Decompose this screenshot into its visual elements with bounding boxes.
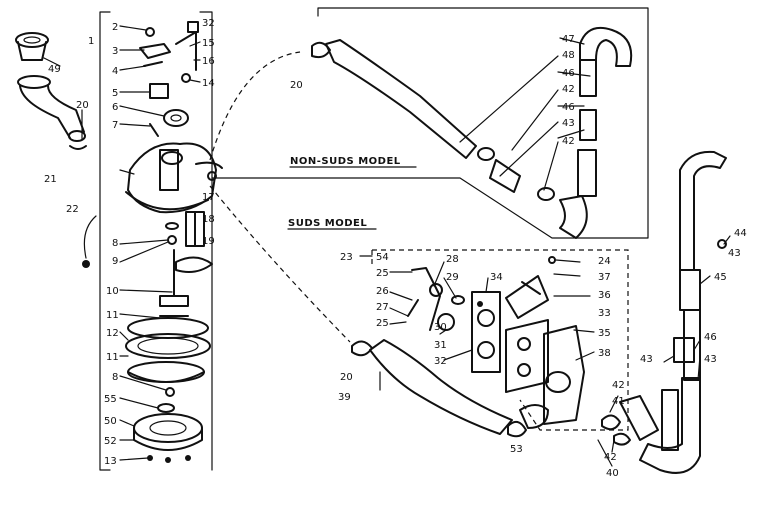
- label-12: 12: [106, 328, 119, 339]
- label-52: 52: [104, 436, 117, 447]
- label-9: 9: [112, 256, 118, 267]
- label-18: 18: [202, 214, 215, 225]
- hose-clamp-left: [69, 109, 87, 150]
- inlet-fitting-part: [15, 32, 49, 61]
- label-23: 23: [340, 252, 353, 263]
- label-4: 4: [112, 66, 118, 77]
- label-11-upper: 11: [106, 310, 119, 321]
- label-46-c: 46: [704, 332, 717, 343]
- pump-base-parts: [133, 387, 203, 451]
- pump-housing: [125, 142, 223, 214]
- label-6: 6: [112, 102, 118, 113]
- hose-route-lower: [209, 185, 351, 343]
- label-46-b: 46: [562, 102, 575, 113]
- label-24: 24: [598, 256, 611, 267]
- suds-model-title: SUDS MODEL: [288, 218, 367, 229]
- label-43-a: 43: [562, 118, 575, 129]
- suds-hose: [351, 339, 527, 438]
- suds-valve-parts: [407, 256, 591, 429]
- label-43-c: 43: [704, 354, 717, 365]
- label-3: 3: [112, 46, 118, 57]
- non-suds-model-title: NON-SUDS MODEL: [290, 156, 401, 167]
- label-30: 30: [434, 322, 447, 333]
- leader-lines-suds: [359, 235, 731, 467]
- screws: [147, 455, 191, 463]
- label-14: 14: [202, 78, 215, 89]
- pump-cover-gasket: [125, 317, 211, 383]
- label-44: 44: [734, 228, 747, 239]
- left-assembly-bracket: [99, 11, 213, 471]
- label-29: 29: [446, 272, 459, 283]
- label-10: 10: [106, 286, 119, 297]
- label-42-b: 42: [562, 136, 575, 147]
- label-49: 49: [48, 64, 61, 75]
- label-36: 36: [598, 290, 611, 301]
- label-48: 48: [562, 50, 575, 61]
- label-1: 1: [88, 36, 94, 47]
- label-25-lower: 25: [376, 318, 389, 329]
- label-45: 45: [714, 272, 727, 283]
- elbow-hose-part: [17, 75, 86, 142]
- label-42-d: 42: [604, 452, 617, 463]
- label-11-lower: 11: [106, 352, 119, 363]
- label-38: 38: [598, 348, 611, 359]
- label-7: 7: [112, 120, 118, 131]
- label-55: 55: [104, 394, 117, 405]
- label-35: 35: [598, 328, 611, 339]
- pump-top-parts: [139, 21, 199, 137]
- label-22: 22: [66, 204, 79, 215]
- label-8-upper: 8: [112, 238, 118, 249]
- label-33: 33: [598, 308, 611, 319]
- label-42-c: 42: [612, 380, 625, 391]
- label-15: 15: [202, 38, 215, 49]
- label-20-non-suds: 20: [290, 80, 303, 91]
- label-17: 17: [202, 192, 215, 203]
- label-5: 5: [112, 88, 118, 99]
- label-43-b: 43: [640, 354, 653, 365]
- label-39: 39: [338, 392, 351, 403]
- leader-lines-left: [43, 25, 201, 461]
- shaft-part: [159, 249, 189, 317]
- label-43-d: 43: [728, 248, 741, 259]
- washers: [165, 222, 179, 245]
- label-28: 28: [446, 254, 459, 265]
- hose-route-upper: [209, 51, 301, 161]
- label-20-left: 20: [76, 100, 89, 111]
- label-25-upper: 25: [376, 268, 389, 279]
- label-20-suds: 20: [340, 372, 353, 383]
- label-37: 37: [598, 272, 611, 283]
- label-54: 54: [376, 252, 389, 263]
- label-42-a: 42: [562, 84, 575, 95]
- non-suds-hose: [311, 26, 633, 239]
- label-26: 26: [376, 286, 389, 297]
- label-50: 50: [104, 416, 117, 427]
- leader-lines-non-suds: [459, 37, 591, 191]
- label-16: 16: [202, 56, 215, 67]
- label-27: 27: [376, 302, 389, 313]
- label-46-a: 46: [562, 68, 575, 79]
- label-13: 13: [104, 456, 117, 467]
- label-31: 31: [434, 340, 447, 351]
- label-32-suds: 32: [434, 356, 447, 367]
- label-41: 41: [612, 396, 625, 407]
- label-2: 2: [112, 22, 118, 33]
- label-53: 53: [510, 444, 523, 455]
- label-40: 40: [606, 468, 619, 479]
- label-34: 34: [490, 272, 503, 283]
- non-suds-frame: [211, 7, 649, 239]
- label-21: 21: [44, 174, 57, 185]
- suds-return-hose: [601, 150, 727, 474]
- suds-frame: [371, 249, 629, 431]
- mounting-bracket: [175, 211, 213, 273]
- label-32: 32: [202, 18, 215, 29]
- label-47: 47: [562, 34, 575, 45]
- label-8-lower: 8: [112, 372, 118, 383]
- screw-22: [82, 215, 97, 268]
- label-19: 19: [202, 236, 215, 247]
- callout-labels: 1 2 3 4 5 6 7 8 9 10 11 12 11 8 55 50 52…: [44, 18, 747, 479]
